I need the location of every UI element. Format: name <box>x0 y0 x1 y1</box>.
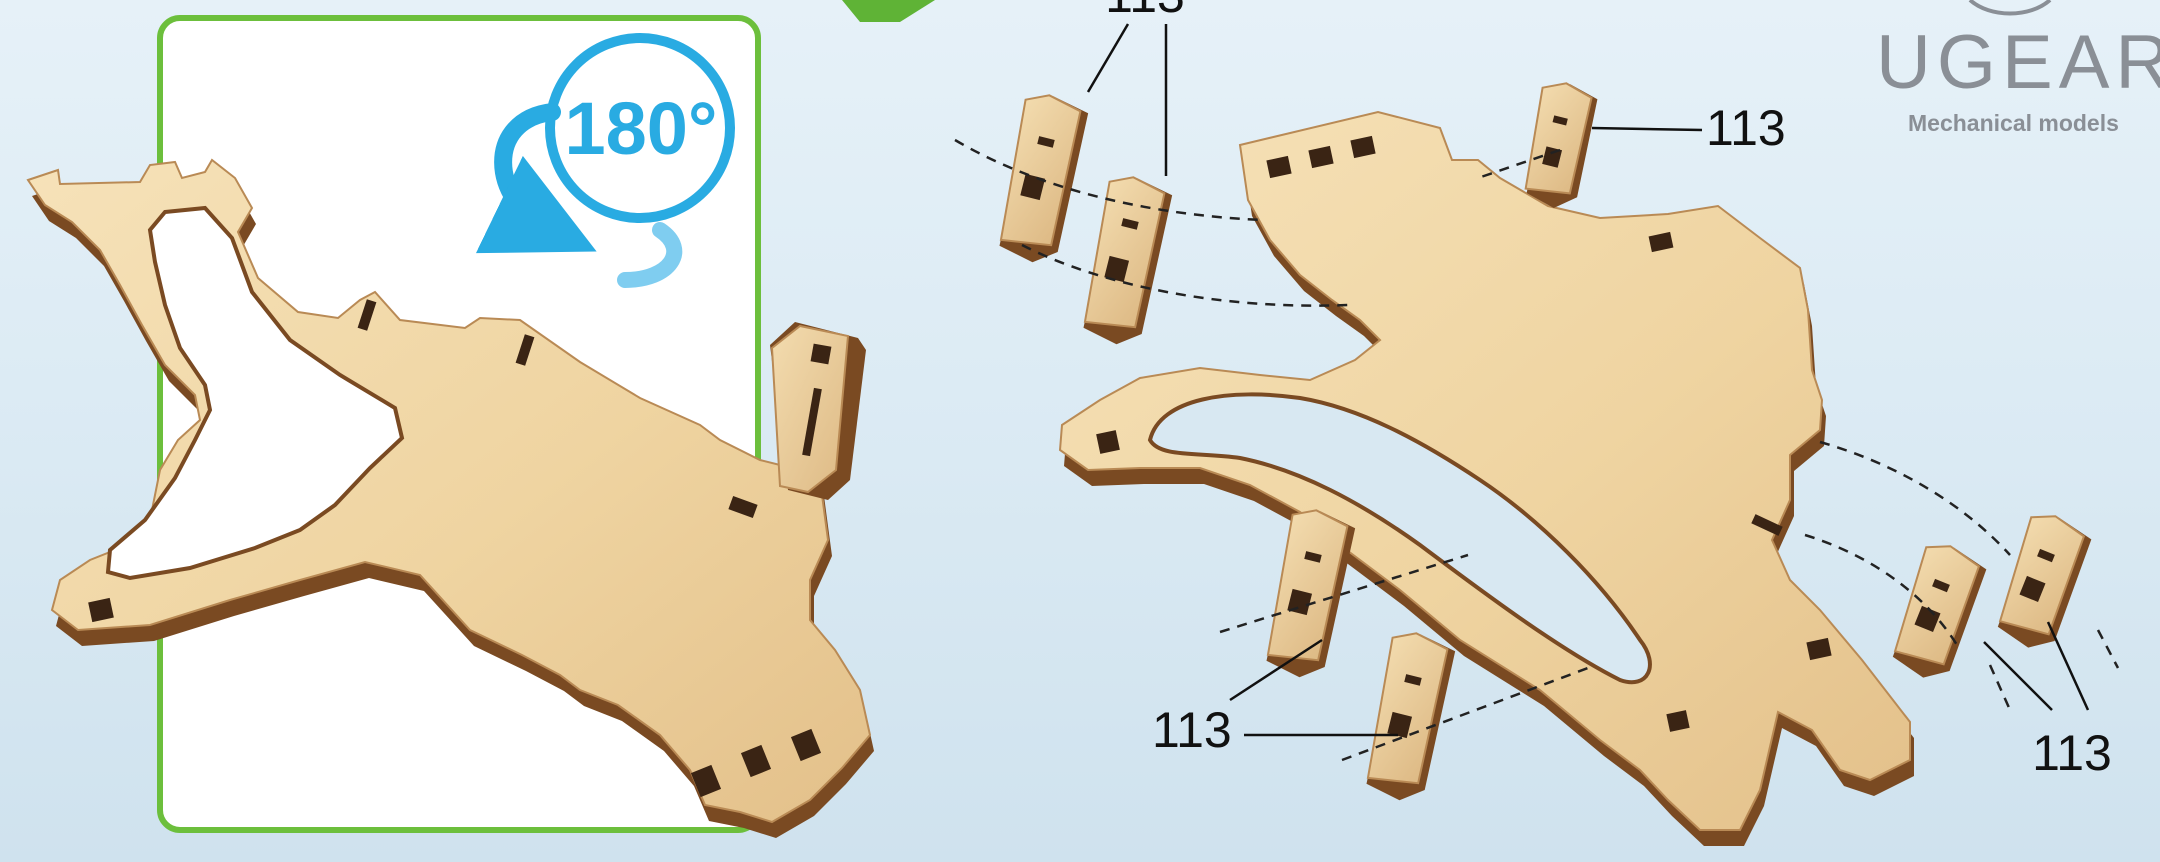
part-label-113-bottom-right: 113 <box>2032 725 2112 781</box>
peg-113-c <box>1515 78 1603 213</box>
peg-113-f <box>1881 538 1993 686</box>
peg-113-g <box>1986 508 2098 656</box>
part-label-113-top: 113 <box>1105 0 1185 23</box>
logo-mark <box>1970 0 2050 14</box>
brand-name: UGEARS <box>1876 20 2160 105</box>
part-label-113-bottom-left: 113 <box>1152 702 1232 758</box>
peg-113-b <box>1072 172 1178 350</box>
part-label-113-bottom-middle-leader: 113 <box>1230 702 1310 758</box>
step-badge <box>842 0 935 22</box>
rotation-label: 180° <box>564 87 717 170</box>
peg-113-e <box>1355 628 1461 806</box>
ugears-logo: UGEARS Mechanical models <box>1876 0 2160 136</box>
part-label-113-upper-right: 113 <box>1706 100 1786 156</box>
brand-tagline: Mechanical models <box>1908 110 2119 136</box>
